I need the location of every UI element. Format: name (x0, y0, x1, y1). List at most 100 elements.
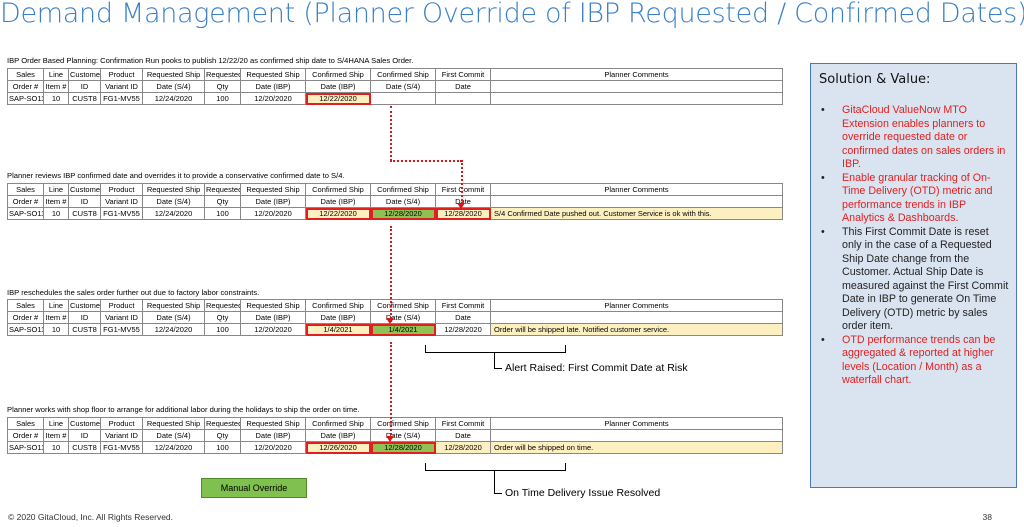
column-header (490, 311, 783, 324)
column-header: Date (435, 311, 491, 324)
solution-value-panel: Solution & Value: GitaCloud ValueNow MTO… (810, 63, 1017, 488)
column-header: Item # (43, 429, 69, 442)
column-header: ID (68, 195, 101, 208)
column-header: Confirmed Ship (305, 68, 371, 81)
column-header: Line (43, 299, 69, 312)
column-header: Confirmed Ship (370, 68, 436, 81)
column-header: ID (68, 80, 101, 93)
panel-bullet: OTD performance trends can be aggregated… (815, 334, 1011, 388)
column-header: Date (IBP) (240, 429, 306, 442)
column-header: Planner Comments (490, 68, 783, 81)
column-header: Confirmed Ship (370, 299, 436, 312)
column-header: Sales (7, 68, 44, 81)
sales-order-cell: SAP-SO11 (7, 441, 44, 454)
column-header: Requested (204, 417, 241, 430)
first-commit-cell (435, 92, 491, 105)
column-header: Customer (68, 417, 101, 430)
panel-bullet: This First Commit Date is reset only in … (815, 226, 1011, 334)
line-item-cell: 10 (43, 207, 69, 220)
sales-order-cell: SAP-SO11 (7, 207, 44, 220)
column-header: First Commit (435, 183, 491, 196)
column-header: Date (S/4) (370, 195, 436, 208)
column-header: Product (100, 68, 143, 81)
requested-ship-ibp-cell: 12/20/2020 (240, 323, 306, 336)
sales-order-cell: SAP-SO11 (7, 323, 44, 336)
confirmed-ship-ibp-cell: 12/22/2020 (305, 207, 371, 220)
customer-id-cell: CUST8 (68, 441, 101, 454)
column-header: Date (S/4) (142, 80, 205, 93)
risk-bracket-tip (494, 368, 502, 369)
column-header: Product (100, 417, 143, 430)
confirmed-ship-s4-cell: 1/4/2021 (370, 323, 436, 336)
column-header: Order # (7, 429, 44, 442)
manual-override-button[interactable]: Manual Override (201, 478, 307, 498)
product-variant-cell: FG1-MV55 (100, 441, 143, 454)
column-header: ID (68, 311, 101, 324)
connector-line (390, 342, 392, 439)
connector-line (390, 226, 392, 322)
column-header: Date (IBP) (305, 80, 371, 93)
connector-line (390, 160, 462, 162)
column-header: Customer (68, 299, 101, 312)
panel-bullet: Enable granular tracking of On-Time Deli… (815, 172, 1011, 226)
section-4-caption: Planner works with shop floor to arrange… (7, 405, 360, 414)
connector-line (390, 106, 392, 161)
requested-ship-ibp-cell: 12/20/2020 (240, 441, 306, 454)
page-number: 38 (982, 512, 992, 522)
panel-bullet-list: GitaCloud ValueNow MTO Extension enables… (815, 104, 1011, 388)
column-header: Confirmed Ship (305, 183, 371, 196)
column-header: Variant ID (100, 80, 143, 93)
confirmed-ship-ibp-cell: 1/4/2021 (305, 323, 371, 336)
requested-ship-s4-cell: 12/24/2020 (142, 207, 205, 220)
resolved-alert-text: On Time Delivery Issue Resolved (505, 487, 661, 499)
confirmed-ship-s4-cell: 12/28/2020 (370, 441, 436, 454)
planner-comments-cell (490, 92, 783, 105)
column-header: Confirmed Ship (305, 299, 371, 312)
column-header: Requested (204, 299, 241, 312)
column-header: Confirmed Ship (370, 183, 436, 196)
column-header (490, 429, 783, 442)
requested-qty-cell: 100 (204, 207, 241, 220)
column-header: Variant ID (100, 429, 143, 442)
sales-order-cell: SAP-SO11 (7, 92, 44, 105)
column-header: Date (435, 429, 491, 442)
confirmed-ship-s4-cell (370, 92, 436, 105)
column-header: Date (435, 195, 491, 208)
connector-line (461, 160, 463, 204)
customer-id-cell: CUST8 (68, 323, 101, 336)
column-header: Sales (7, 183, 44, 196)
column-header (490, 80, 783, 93)
confirmed-ship-ibp-cell: 12/22/2020 (305, 92, 371, 105)
column-header: Planner Comments (490, 299, 783, 312)
column-header: Date (S/4) (370, 80, 436, 93)
column-header: Customer (68, 68, 101, 81)
column-header: Qty (204, 429, 241, 442)
column-header: Requested Ship (240, 299, 306, 312)
confirmed-ship-ibp-cell: 12/26/2020 (305, 441, 371, 454)
column-header: Variant ID (100, 195, 143, 208)
column-header: Line (43, 68, 69, 81)
column-header: Variant ID (100, 311, 143, 324)
column-header: Planner Comments (490, 183, 783, 196)
column-header: First Commit (435, 299, 491, 312)
requested-qty-cell: 100 (204, 92, 241, 105)
product-variant-cell: FG1-MV55 (100, 323, 143, 336)
column-header: Customer (68, 183, 101, 196)
first-commit-cell: 12/28/2020 (435, 441, 491, 454)
column-header: Date (S/4) (142, 311, 205, 324)
column-header: First Commit (435, 417, 491, 430)
section-3-caption: IBP reschedules the sales order further … (7, 288, 260, 297)
column-header: ID (68, 429, 101, 442)
first-commit-cell: 12/28/2020 (435, 323, 491, 336)
column-header: Date (IBP) (305, 311, 371, 324)
column-header: Date (IBP) (240, 80, 306, 93)
resolved-bracket-stem (494, 470, 495, 493)
first-commit-cell: 12/28/2020 (435, 207, 491, 220)
